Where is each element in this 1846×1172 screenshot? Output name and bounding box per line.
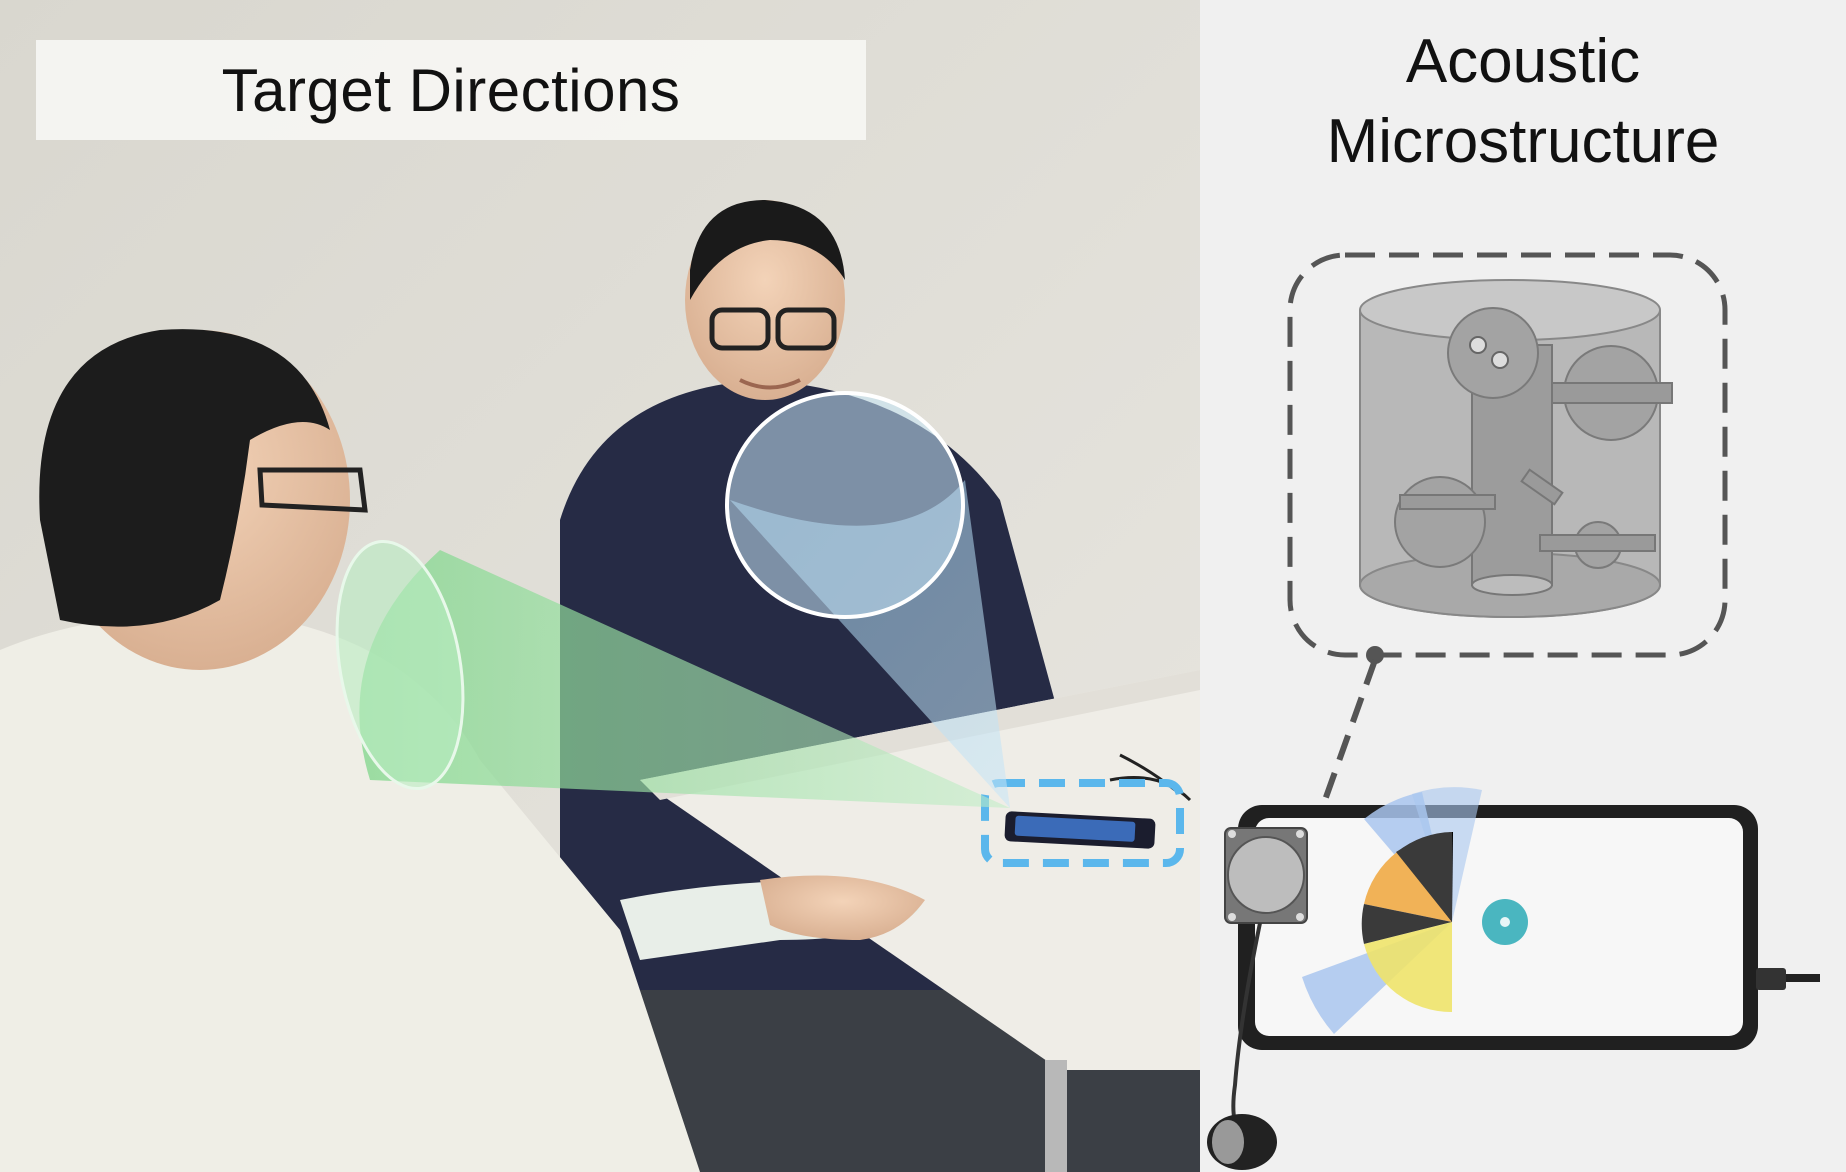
blue-sound-cone <box>725 391 1010 808</box>
connector-line <box>1322 658 1378 802</box>
green-sound-cone <box>335 539 1010 808</box>
microstructure-cylinder <box>1359 279 1673 618</box>
title-line-2: Microstructure <box>1326 107 1720 176</box>
diagram-svg <box>1207 252 1820 1170</box>
photo-panel: Target Directions <box>0 0 1200 1172</box>
title-line-1: Acoustic <box>1405 27 1641 96</box>
phone-highlight-box <box>981 779 1184 867</box>
target-directions-text: Target Directions <box>221 56 681 124</box>
mic-module <box>1207 827 1308 1170</box>
target-directions-label: Target Directions <box>36 40 866 140</box>
microstructure-callout-box <box>1287 252 1728 658</box>
teal-record-button <box>1482 899 1528 945</box>
acoustic-microstructure-title: Acoustic Microstructure <box>1200 22 1846 182</box>
diagram-panel: Acoustic Microstructure <box>1200 0 1846 1172</box>
connector-dot <box>1366 646 1384 664</box>
person-front <box>0 329 925 1172</box>
photo-scene <box>0 0 1200 1172</box>
